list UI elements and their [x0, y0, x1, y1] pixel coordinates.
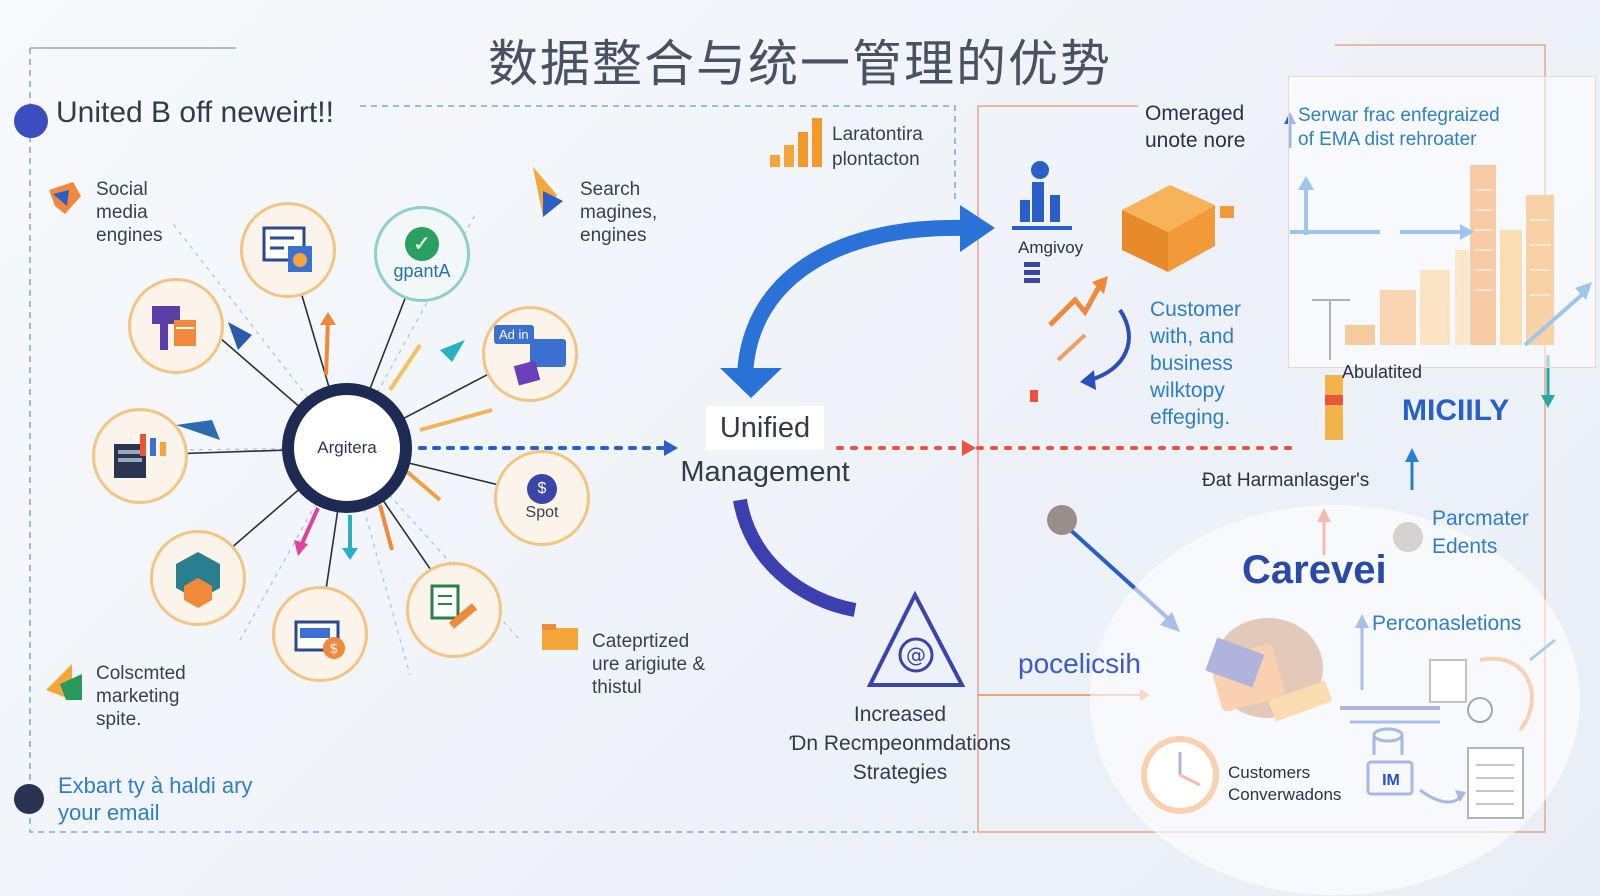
customer-label: Customer with, and business wilktopy eff… — [1150, 298, 1242, 429]
categorized-label: Cateprtized ure arigiute & thistul — [592, 631, 706, 698]
abulated-label: Abulatited — [1342, 362, 1423, 382]
node-desk — [128, 278, 224, 374]
miciily-label: MICIILY — [1402, 394, 1510, 427]
parameter-label: Parcmater Edents — [1432, 507, 1529, 558]
unified-line1: Unified — [705, 406, 825, 450]
adin-label: Ad in — [494, 325, 534, 344]
hub-label: Argitera — [317, 438, 377, 457]
top-mid-label: Laratontira plontacton — [832, 124, 923, 170]
pen-icon — [430, 584, 478, 629]
im-label: IM — [1382, 772, 1400, 789]
network-icon — [176, 552, 220, 608]
svg-text:$: $ — [330, 641, 339, 657]
carevei-label: Carevei — [1242, 548, 1387, 592]
search-engine-label: Search magines, engines — [580, 179, 658, 246]
dollar-icon: $ — [526, 474, 557, 504]
server-label: Serwar frac enfegraized of EMA dist rehr… — [1298, 105, 1500, 150]
node-report — [240, 202, 336, 298]
social-media-label: Social media engines — [96, 179, 163, 246]
page-title: 数据整合与统一管理的优势 — [488, 35, 1112, 93]
bottom-mid-label: Increased Ɗn Recmpeonmdations Strategies — [789, 703, 1011, 784]
desk-icon — [152, 306, 196, 350]
report-icon — [262, 226, 312, 272]
amgivoy-label: Amgivoy — [1018, 238, 1084, 257]
dat-harm-label: Ɖat Harmanlasger's — [1202, 470, 1370, 491]
right-bottom-circle-bg — [1090, 505, 1580, 895]
toolbox-icon: $ — [294, 620, 345, 659]
node-pen — [406, 562, 502, 658]
folder-icon — [540, 622, 580, 652]
node-device — [92, 408, 188, 504]
left-header: United B off neweirt!! — [56, 96, 334, 129]
wallet-icon — [530, 339, 566, 367]
unified-line2: Management — [680, 456, 850, 488]
check-icon: ✓ — [405, 226, 439, 261]
omerged-label: Omeraged unote nore — [1145, 102, 1246, 152]
marketing-label: Colscmted marketing spite. — [96, 663, 186, 730]
svg-text:@: @ — [906, 643, 926, 667]
node-network — [150, 530, 246, 626]
footer-bullet-icon — [14, 784, 44, 814]
social-media-icon — [45, 180, 85, 216]
gpanta-label: gpantA — [393, 260, 451, 281]
device-icon — [114, 434, 166, 478]
customers-conv-label: Customers Converwadons — [1228, 763, 1342, 804]
node-spot: $ Spot — [494, 450, 590, 546]
personal-label: Perconasletions — [1372, 612, 1522, 635]
header-bullet-icon — [14, 104, 48, 138]
unified-management: Unified Management — [680, 406, 850, 494]
marketing-icon — [42, 660, 84, 702]
node-gpanta: ✓ gpantA — [374, 206, 470, 302]
hub-node: Argitera — [282, 383, 412, 513]
card-icon — [513, 360, 541, 386]
node-toolbox: $ — [272, 586, 368, 682]
pocelicsih-label: pocelicsih — [1018, 648, 1141, 679]
node-adin: Ad in — [482, 306, 578, 402]
right-top-panel — [1288, 76, 1596, 368]
spot-label: Spot — [525, 504, 559, 521]
search-engine-icon — [525, 165, 565, 220]
left-footer-text: Exbart ty à haldi ary your email — [58, 773, 253, 825]
